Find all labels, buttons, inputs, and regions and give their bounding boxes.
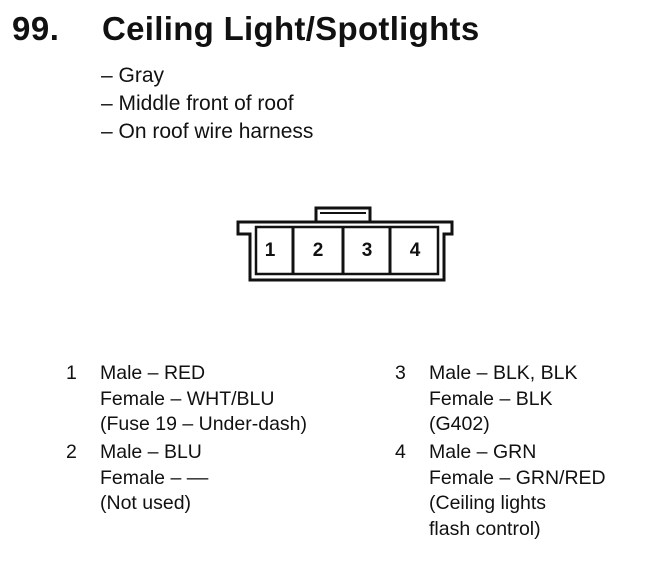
pin-female-wire: Female – BLK: [429, 387, 553, 410]
pin-male-wire: Male – BLU: [100, 441, 202, 463]
pin-note: (G402): [429, 413, 490, 435]
pin-note: (Not used): [100, 492, 192, 514]
pin-note-continued: flash control): [429, 517, 541, 540]
pin-female-wire: Female – ––: [100, 466, 209, 489]
pin-note: (Ceiling lights: [429, 492, 547, 514]
connector-pin-label: 2: [313, 240, 324, 261]
pin-number: 1: [66, 362, 77, 384]
connector-pin-label: 1: [265, 240, 276, 261]
pin-note: (Fuse 19 – Under-dash): [100, 413, 308, 435]
section-title: Ceiling Light/Spotlights: [102, 10, 480, 47]
pin-female-wire: Female – GRN/RED: [429, 466, 606, 489]
pin-number: 4: [395, 441, 406, 463]
connector-pin-label: 3: [362, 240, 373, 261]
pin-details: Male – GRN Female – GRN/RED (Ceiling lig…: [429, 440, 606, 542]
connector-location: – Middle front of roof: [101, 92, 294, 115]
connector-color: – Gray: [101, 64, 165, 87]
pin-number: 2: [66, 441, 77, 463]
connector-pin-label: 4: [410, 240, 421, 261]
connector-cavity: [254, 225, 440, 276]
pin-female-wire: Female – WHT/BLU: [100, 387, 275, 410]
connector-lock-tab: [314, 206, 372, 222]
pin-male-wire: Male – GRN: [429, 441, 537, 463]
connector-diagram: 1 2 3 4: [236, 206, 454, 282]
section-number: 99.: [12, 10, 60, 47]
pin-male-wire: Male – RED: [100, 362, 206, 384]
pin-number: 3: [395, 362, 406, 384]
pin-details: Male – RED Female – WHT/BLU (Fuse 19 – U…: [100, 361, 307, 438]
connector-housing: [236, 220, 454, 282]
pin-male-wire: Male – BLK, BLK: [429, 362, 578, 384]
pin-details: Male – BLK, BLK Female – BLK (G402): [429, 361, 578, 438]
connector-harness: – On roof wire harness: [101, 120, 314, 143]
pin-details: Male – BLU Female – –– (Not used): [100, 440, 208, 517]
connector-info-list: – Gray – Middle front of roof – On roof …: [101, 62, 313, 146]
